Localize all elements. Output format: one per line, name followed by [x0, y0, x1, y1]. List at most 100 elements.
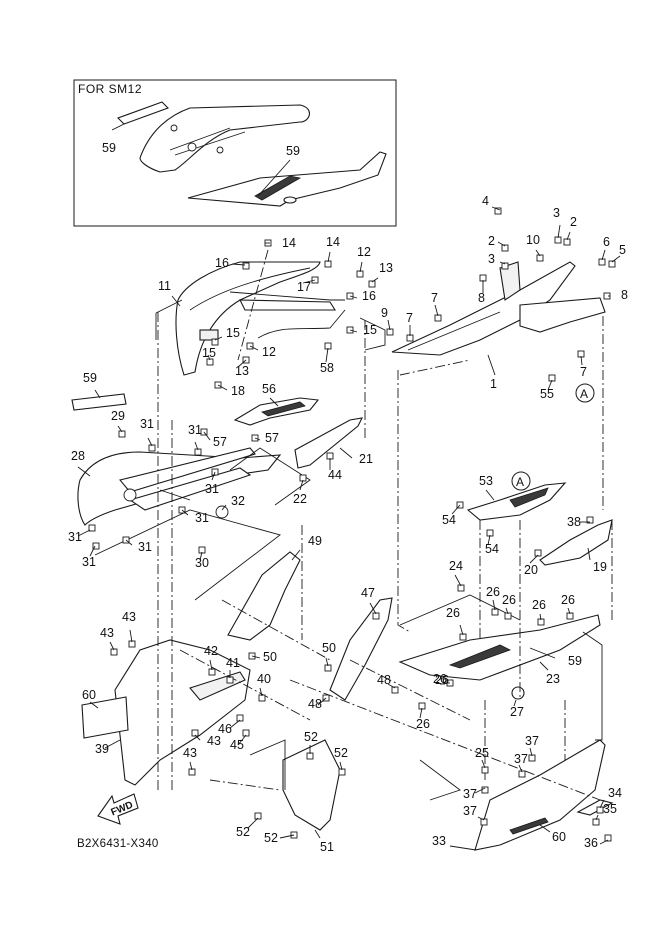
- callout-48[interactable]: 48: [308, 697, 322, 711]
- callout-8[interactable]: 8: [621, 288, 628, 302]
- callout-31[interactable]: 31: [195, 511, 209, 525]
- bracket-47[interactable]: [329, 597, 393, 701]
- callout-37[interactable]: 37: [463, 787, 477, 801]
- callout-23[interactable]: 23: [546, 672, 560, 686]
- bracket-21[interactable]: [294, 417, 363, 469]
- callout-12[interactable]: 12: [262, 345, 276, 359]
- callout-51[interactable]: 51: [320, 840, 334, 854]
- callout-14[interactable]: 14: [282, 236, 296, 250]
- callout-59[interactable]: 59: [568, 654, 582, 668]
- callout-21[interactable]: 21: [359, 452, 373, 466]
- callout-52[interactable]: 52: [334, 746, 348, 760]
- callout-26[interactable]: 26: [502, 593, 516, 607]
- callout-26[interactable]: 26: [486, 585, 500, 599]
- callout-34[interactable]: 34: [608, 786, 622, 800]
- callout-38[interactable]: 38: [567, 515, 581, 529]
- callout-25[interactable]: 25: [475, 746, 489, 760]
- callout-52[interactable]: 52: [236, 825, 250, 839]
- inset-sticker-59[interactable]: [117, 101, 169, 125]
- callout-27[interactable]: 27: [510, 705, 524, 719]
- sticker-59[interactable]: [71, 393, 127, 411]
- callout-2[interactable]: 2: [570, 215, 577, 229]
- callout-13[interactable]: 13: [379, 261, 393, 275]
- callout-44[interactable]: 44: [328, 468, 342, 482]
- callout-16[interactable]: 16: [362, 289, 376, 303]
- callout-26[interactable]: 26: [416, 717, 430, 731]
- callout-26[interactable]: 26: [446, 606, 460, 620]
- callout-39[interactable]: 39: [95, 742, 109, 756]
- callout-17[interactable]: 17: [297, 280, 311, 294]
- callout-28[interactable]: 28: [71, 449, 85, 463]
- callout-30[interactable]: 30: [195, 556, 209, 570]
- callout-29[interactable]: 29: [111, 409, 125, 423]
- callout-31[interactable]: 31: [82, 555, 96, 569]
- callout-50[interactable]: 50: [322, 641, 336, 655]
- callout-43[interactable]: 43: [122, 610, 136, 624]
- callout-35[interactable]: 35: [603, 802, 617, 816]
- callout-43[interactable]: 43: [207, 734, 221, 748]
- callout-3[interactable]: 3: [488, 252, 495, 266]
- callout-26[interactable]: 26: [435, 673, 449, 687]
- bottom-cowl-33[interactable]: [474, 739, 606, 851]
- callout-26[interactable]: 26: [532, 598, 546, 612]
- callout-7[interactable]: 7: [580, 365, 587, 379]
- callout-2[interactable]: 2: [488, 234, 495, 248]
- callout-31[interactable]: 31: [140, 417, 154, 431]
- callout-43[interactable]: 43: [100, 626, 114, 640]
- callout-50[interactable]: 50: [263, 650, 277, 664]
- sticker-60[interactable]: [81, 696, 129, 739]
- inset-grille-59[interactable]: [254, 175, 302, 201]
- callout-55[interactable]: 55: [540, 387, 554, 401]
- callout-10[interactable]: 10: [526, 233, 540, 247]
- callout-6[interactable]: 6: [603, 235, 610, 249]
- callout-60[interactable]: 60: [82, 688, 96, 702]
- callout-54[interactable]: 54: [485, 542, 499, 556]
- callout-54[interactable]: 54: [442, 513, 456, 527]
- callout-41[interactable]: 41: [226, 656, 240, 670]
- callout-11[interactable]: 11: [158, 279, 171, 293]
- callout-22[interactable]: 22: [293, 492, 307, 506]
- callout-43[interactable]: 43: [183, 746, 197, 760]
- inset-upper-cowl[interactable]: [139, 104, 310, 173]
- callout-15[interactable]: 15: [202, 346, 216, 360]
- callout-3[interactable]: 3: [553, 206, 560, 220]
- callout-31[interactable]: 31: [68, 530, 82, 544]
- callout-12[interactable]: 12: [357, 245, 371, 259]
- grommet-27[interactable]: [511, 686, 525, 700]
- callout-59[interactable]: 59: [83, 371, 97, 385]
- callout-40[interactable]: 40: [257, 672, 271, 686]
- side-cover-19[interactable]: [539, 519, 613, 566]
- callout-15[interactable]: 15: [363, 323, 377, 337]
- callout-46[interactable]: 46: [218, 722, 232, 736]
- callout-8[interactable]: 8: [478, 291, 485, 305]
- callout-52[interactable]: 52: [304, 730, 318, 744]
- callout-31[interactable]: 31: [138, 540, 152, 554]
- callout-60[interactable]: 60: [552, 830, 566, 844]
- callout-7[interactable]: 7: [406, 311, 413, 325]
- callout-57[interactable]: 57: [213, 435, 227, 449]
- callout-37[interactable]: 37: [525, 734, 539, 748]
- callout-56[interactable]: 56: [262, 382, 276, 396]
- callout-1[interactable]: 1: [490, 377, 497, 391]
- callout-58[interactable]: 58: [320, 361, 334, 375]
- callout-37[interactable]: 37: [514, 752, 528, 766]
- callout-26[interactable]: 26: [433, 672, 447, 686]
- callout-4[interactable]: 4: [482, 194, 489, 208]
- callout-31[interactable]: 31: [188, 423, 202, 437]
- front-cover-28[interactable]: [77, 451, 282, 526]
- callout-47[interactable]: 47: [361, 586, 375, 600]
- callout-5[interactable]: 5: [619, 243, 626, 257]
- callout-24[interactable]: 24: [449, 559, 463, 573]
- callout-37[interactable]: 37: [463, 804, 477, 818]
- callout-57[interactable]: 57: [265, 431, 279, 445]
- side-panel-1[interactable]: [391, 261, 576, 356]
- lower-front-panel-39[interactable]: [114, 639, 251, 786]
- callout-36[interactable]: 36: [584, 836, 598, 850]
- callout-19[interactable]: 19: [593, 560, 607, 574]
- grommet-32[interactable]: [215, 505, 229, 519]
- callout-13[interactable]: 13: [235, 364, 249, 378]
- callout-45[interactable]: 45: [230, 738, 244, 752]
- callout-16[interactable]: 16: [215, 256, 229, 270]
- callout-9[interactable]: 9: [381, 306, 388, 320]
- callout-53[interactable]: 53: [479, 474, 493, 488]
